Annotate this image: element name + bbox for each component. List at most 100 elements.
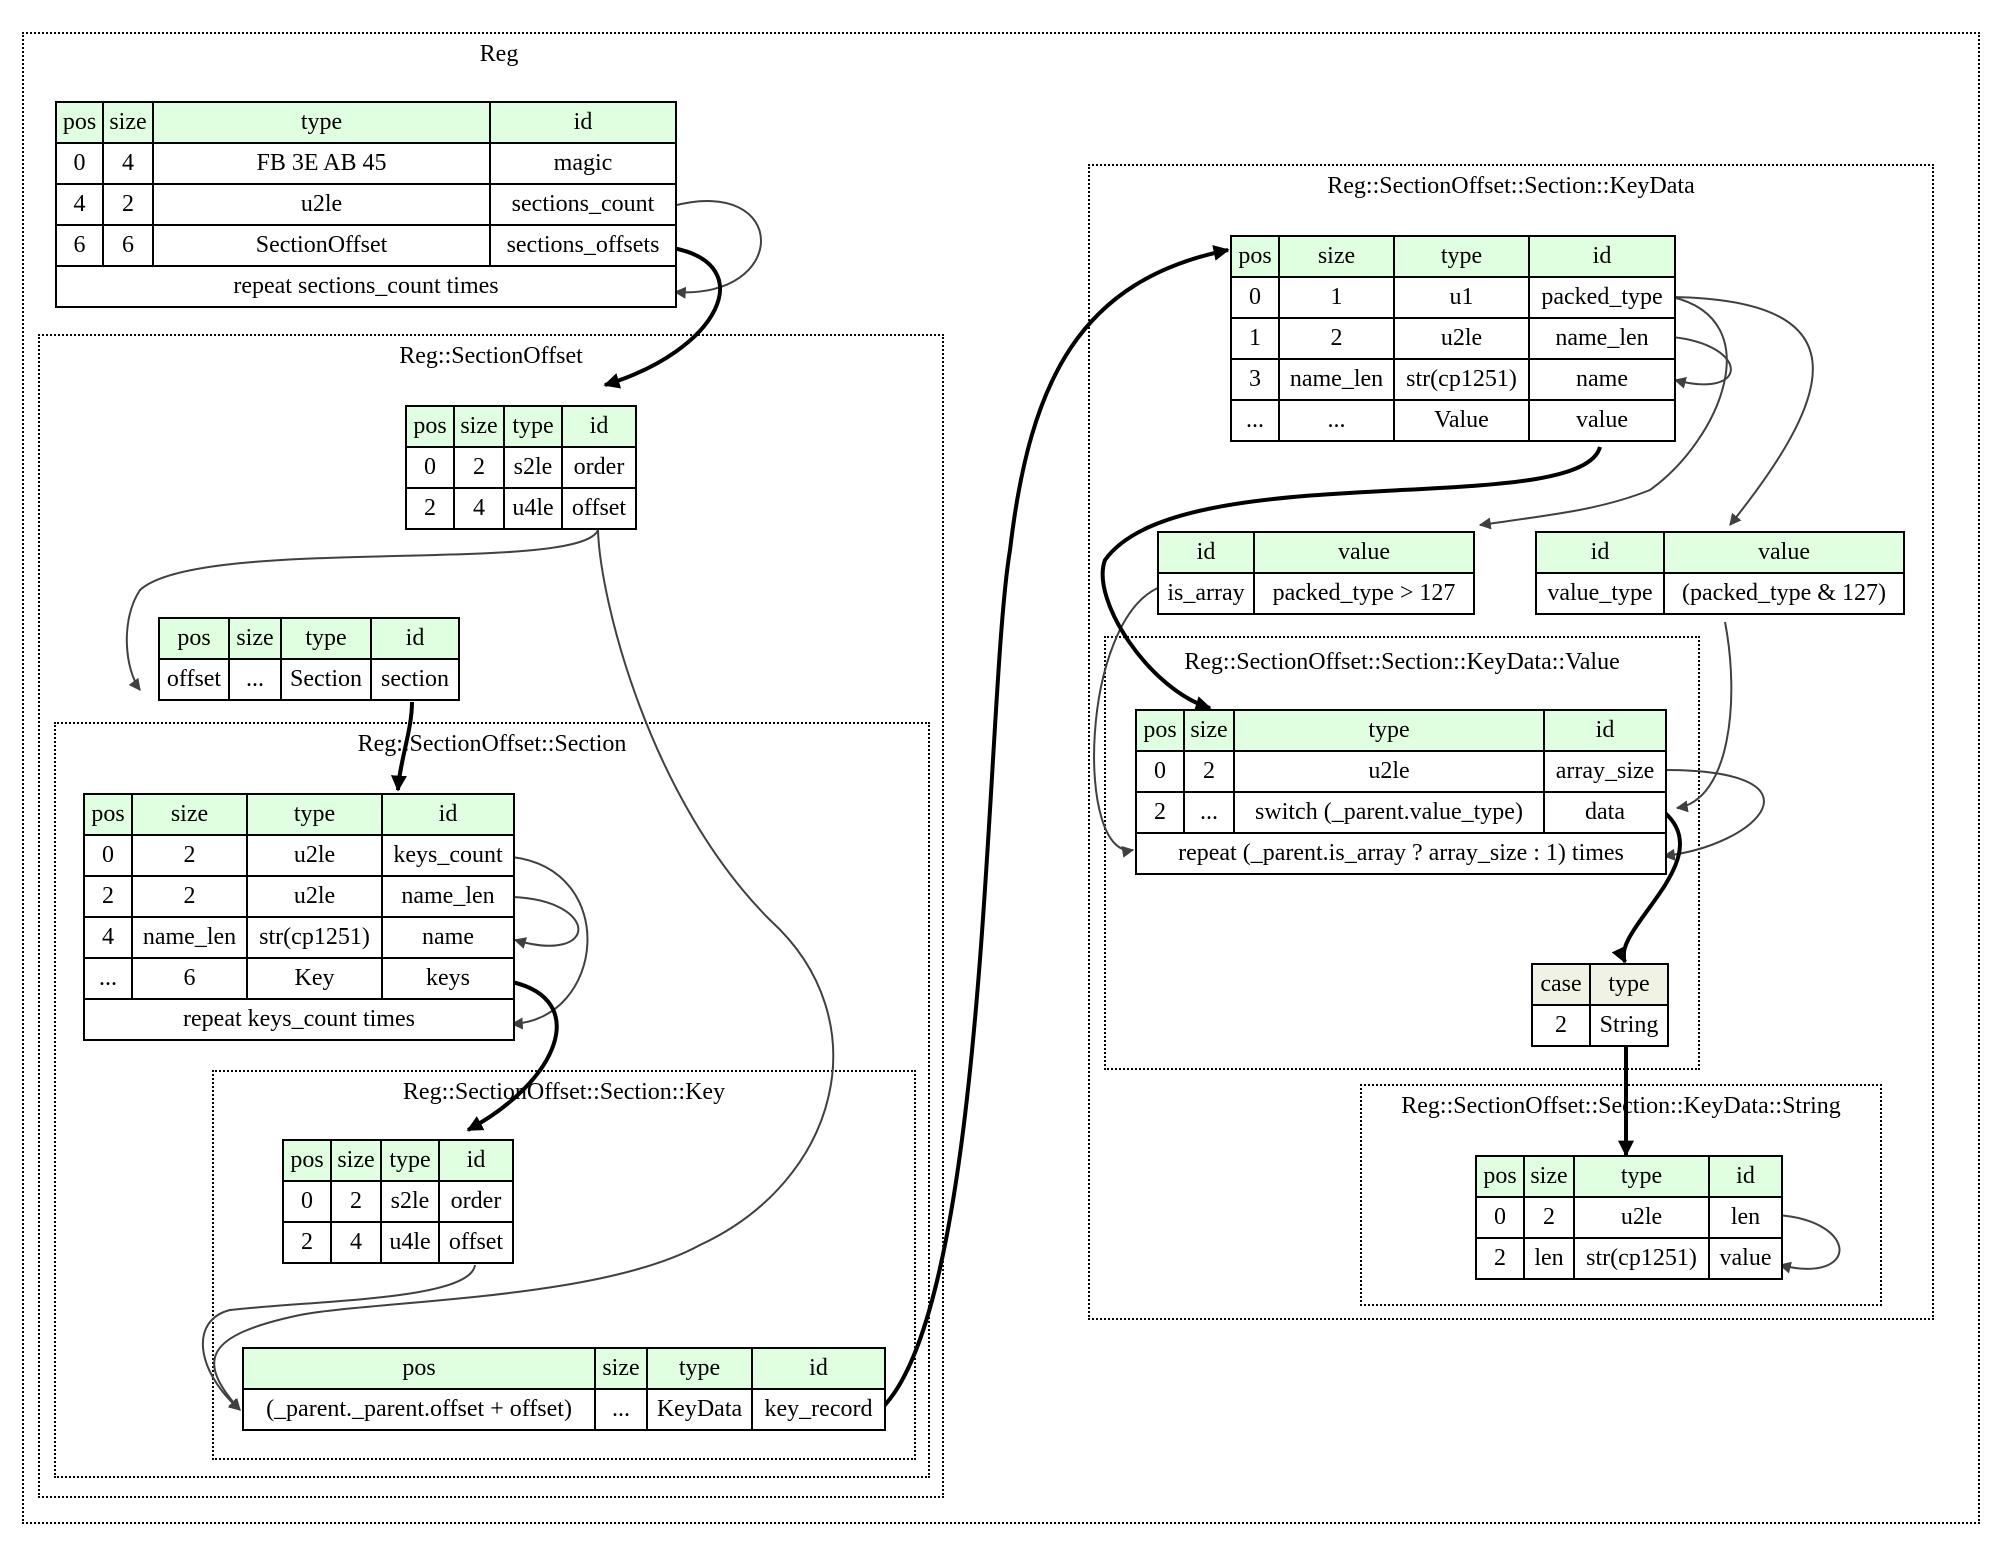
- col-size: size: [1278, 235, 1395, 278]
- table-section-seq: pos size type id 0 2 u2le keys_count 2 2…: [83, 793, 515, 1041]
- repeat-row: repeat keys_count times: [83, 998, 515, 1041]
- cell-pos: 0: [1135, 750, 1185, 793]
- cell-type: str(cp1251): [246, 916, 383, 959]
- cell-id: value: [1708, 1237, 1783, 1280]
- cell-size: 2: [453, 446, 505, 489]
- col-id: id: [370, 617, 460, 660]
- col-size: size: [594, 1347, 648, 1390]
- repeat-row: repeat (_parent.is_array ? array_size : …: [1135, 832, 1667, 875]
- table-row: 0 2 s2le order: [282, 1180, 514, 1223]
- cell-id: is_array: [1157, 572, 1255, 615]
- header-row: pos size type id: [1475, 1155, 1783, 1198]
- table-row: offset ... Section section: [158, 658, 460, 701]
- col-type: type: [646, 1347, 753, 1390]
- cluster-string: Reg::SectionOffset::Section::KeyData::St…: [1360, 1084, 1882, 1306]
- cell-type: str(cp1251): [1573, 1237, 1710, 1280]
- cell-id: array_size: [1543, 750, 1667, 793]
- cell-pos: ...: [83, 957, 133, 1000]
- cell-size: 6: [131, 957, 248, 1000]
- cell-size: ...: [1183, 791, 1235, 834]
- cell-id: name: [1528, 358, 1676, 401]
- cell-id: len: [1708, 1196, 1783, 1239]
- cell-id: keys_count: [381, 834, 515, 877]
- cell-id: name_len: [381, 875, 515, 918]
- cell-pos: 1: [1230, 317, 1280, 360]
- cell-type: Value: [1393, 399, 1530, 442]
- cell-type: String: [1589, 1004, 1669, 1047]
- cell-pos: 2: [83, 875, 133, 918]
- col-pos: pos: [282, 1139, 332, 1182]
- table-key-seq: pos size type id 0 2 s2le order 2 4 u4le…: [282, 1139, 514, 1264]
- cell-type: s2le: [380, 1180, 440, 1223]
- cell-size: len: [1523, 1237, 1575, 1280]
- table-row: ... 6 Key keys: [83, 957, 515, 1000]
- col-value: value: [1253, 531, 1475, 574]
- table-row: 2 String: [1531, 1004, 1669, 1047]
- cell-type: u2le: [1393, 317, 1530, 360]
- cluster-label-section-offset: Reg::SectionOffset: [399, 343, 583, 369]
- col-type: type: [1393, 235, 1530, 278]
- cell-pos: (_parent._parent.offset + offset): [242, 1388, 596, 1431]
- cell-id: section: [370, 658, 460, 701]
- table-reg-seq: pos size type id 0 4 FB 3E AB 45 magic 4…: [55, 101, 677, 308]
- cell-id: key_record: [751, 1388, 886, 1431]
- cell-pos: 4: [55, 183, 104, 226]
- table-row: 6 6 SectionOffset sections_offsets: [55, 224, 677, 267]
- col-id: id: [751, 1347, 886, 1390]
- cell-size: name_len: [1278, 358, 1395, 401]
- cell-id: data: [1543, 791, 1667, 834]
- cell-size: ...: [1278, 399, 1395, 442]
- col-pos: pos: [55, 101, 104, 144]
- col-pos: pos: [83, 793, 133, 836]
- col-size: size: [1523, 1155, 1575, 1198]
- table-row: 0 2 s2le order: [405, 446, 637, 489]
- col-id: id: [438, 1139, 514, 1182]
- cell-case: 2: [1531, 1004, 1591, 1047]
- col-case: case: [1531, 963, 1591, 1006]
- cell-pos: 0: [1475, 1196, 1525, 1239]
- cluster-label-string: Reg::SectionOffset::Section::KeyData::St…: [1401, 1093, 1841, 1119]
- cell-id: magic: [489, 142, 677, 185]
- cell-type: u2le: [1573, 1196, 1710, 1239]
- cell-pos: 4: [83, 916, 133, 959]
- cell-id: sections_count: [489, 183, 677, 226]
- cell-id: order: [438, 1180, 514, 1223]
- cell-size: name_len: [131, 916, 248, 959]
- cell-pos: 2: [282, 1221, 332, 1264]
- table-row: 1 2 u2le name_len: [1230, 317, 1676, 360]
- header-row: pos size type id: [1135, 709, 1667, 752]
- cell-size: 2: [131, 875, 248, 918]
- col-pos: pos: [1230, 235, 1280, 278]
- table-row: 2 4 u4le offset: [405, 487, 637, 530]
- col-value: value: [1663, 531, 1905, 574]
- cell-pos: 2: [1475, 1237, 1525, 1280]
- cell-type: Section: [280, 658, 372, 701]
- table-string-seq: pos size type id 0 2 u2le len 2 len str(…: [1475, 1155, 1783, 1280]
- cell-id: offset: [561, 487, 637, 530]
- table-row: 4 2 u2le sections_count: [55, 183, 677, 226]
- col-pos: pos: [242, 1347, 596, 1390]
- cell-type: u2le: [246, 834, 383, 877]
- cell-id: sections_offsets: [489, 224, 677, 267]
- cell-type: u4le: [503, 487, 563, 530]
- col-size: size: [102, 101, 154, 144]
- table-is-array-instance: id value is_array packed_type > 127: [1157, 531, 1475, 615]
- cell-value: (packed_type & 127): [1663, 572, 1905, 615]
- cell-pos: 0: [282, 1180, 332, 1223]
- cell-id: offset: [438, 1221, 514, 1264]
- repeat-row: repeat sections_count times: [55, 265, 677, 308]
- cell-size: 4: [453, 487, 505, 530]
- table-section-offset-instances: pos size type id offset ... Section sect…: [158, 617, 460, 701]
- repeat-label: repeat keys_count times: [83, 998, 515, 1041]
- cell-type: u1: [1393, 276, 1530, 319]
- table-row: 0 1 u1 packed_type: [1230, 276, 1676, 319]
- cell-size: 2: [1523, 1196, 1575, 1239]
- header-row: case type: [1531, 963, 1669, 1006]
- col-type: type: [380, 1139, 440, 1182]
- header-row: id value: [1157, 531, 1475, 574]
- cell-size: ...: [228, 658, 282, 701]
- col-type: type: [1233, 709, 1545, 752]
- table-row: 0 2 u2le keys_count: [83, 834, 515, 877]
- table-row: 2 2 u2le name_len: [83, 875, 515, 918]
- cell-id: name: [381, 916, 515, 959]
